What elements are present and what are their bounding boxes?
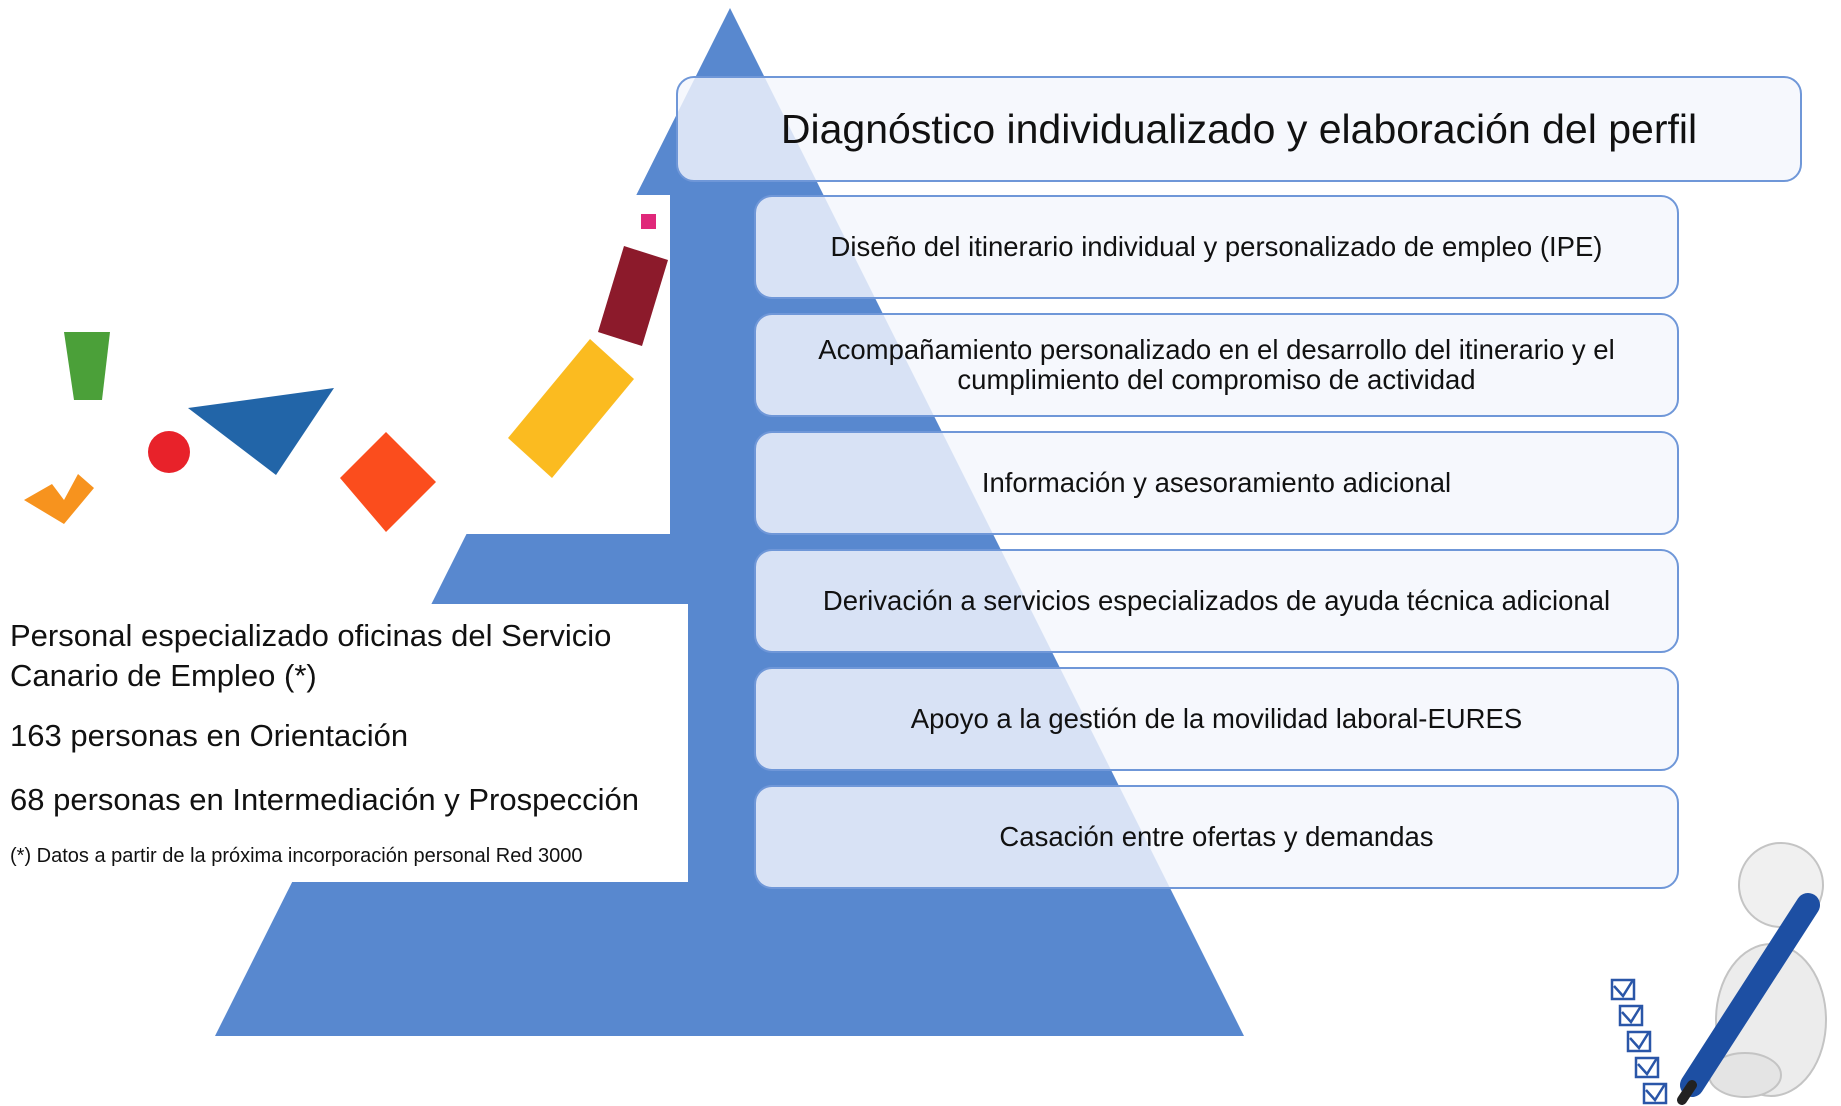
step-label: Derivación a servicios especializados de… xyxy=(822,585,1611,616)
red-circle-shape xyxy=(148,431,190,473)
checklist-icon xyxy=(1610,978,1668,1105)
staff-heading: Personal especializado oficinas del Serv… xyxy=(10,618,612,693)
staff-orientation-count: 163 personas en Orientación xyxy=(10,718,409,753)
step-label: Acompañamiento personalizado en el desar… xyxy=(818,334,1615,395)
orange-check-shape xyxy=(24,474,94,524)
pink-square-shape xyxy=(641,214,656,229)
staff-intermediation-count: 68 personas en Intermediación y Prospecc… xyxy=(10,782,639,817)
staff-footnote: (*) Datos a partir de la próxima incorpo… xyxy=(10,845,583,867)
staff-info-panel: Personal especializado oficinas del Serv… xyxy=(0,604,688,882)
maroon-bar-shape xyxy=(598,246,668,346)
blue-triangle-shape xyxy=(188,388,334,475)
step-label: Información y asesoramiento adicional xyxy=(981,467,1452,498)
pen-body-shape xyxy=(1680,893,1820,1097)
step-card-4: Derivación a servicios especializados de… xyxy=(754,549,1679,653)
step-card-1: Diseño del itinerario individual y perso… xyxy=(754,195,1679,299)
step-card-3: Información y asesoramiento adicional xyxy=(754,431,1679,535)
step-card-6: Casación entre ofertas y demandas xyxy=(754,785,1679,889)
step-label: Apoyo a la gestión de la movilidad labor… xyxy=(910,703,1523,734)
green-trapezoid-shape xyxy=(64,332,110,400)
colored-shapes-graphic xyxy=(24,214,668,532)
pyramid-cutout xyxy=(0,0,724,534)
diagram-title-card: Diagnóstico individualizado y elaboració… xyxy=(676,76,1802,182)
step-card-5: Apoyo a la gestión de la movilidad labor… xyxy=(754,667,1679,771)
diagram-title: Diagnóstico individualizado y elaboració… xyxy=(780,105,1698,152)
orange-diamond-shape xyxy=(340,432,436,532)
step-card-2: Acompañamiento personalizado en el desar… xyxy=(754,313,1679,417)
3d-figure-with-pen-checklist-illustration xyxy=(1610,842,1827,1105)
yellow-bar-shape xyxy=(508,339,634,478)
step-label: Casación entre ofertas y demandas xyxy=(999,821,1434,852)
step-label: Diseño del itinerario individual y perso… xyxy=(830,231,1603,262)
